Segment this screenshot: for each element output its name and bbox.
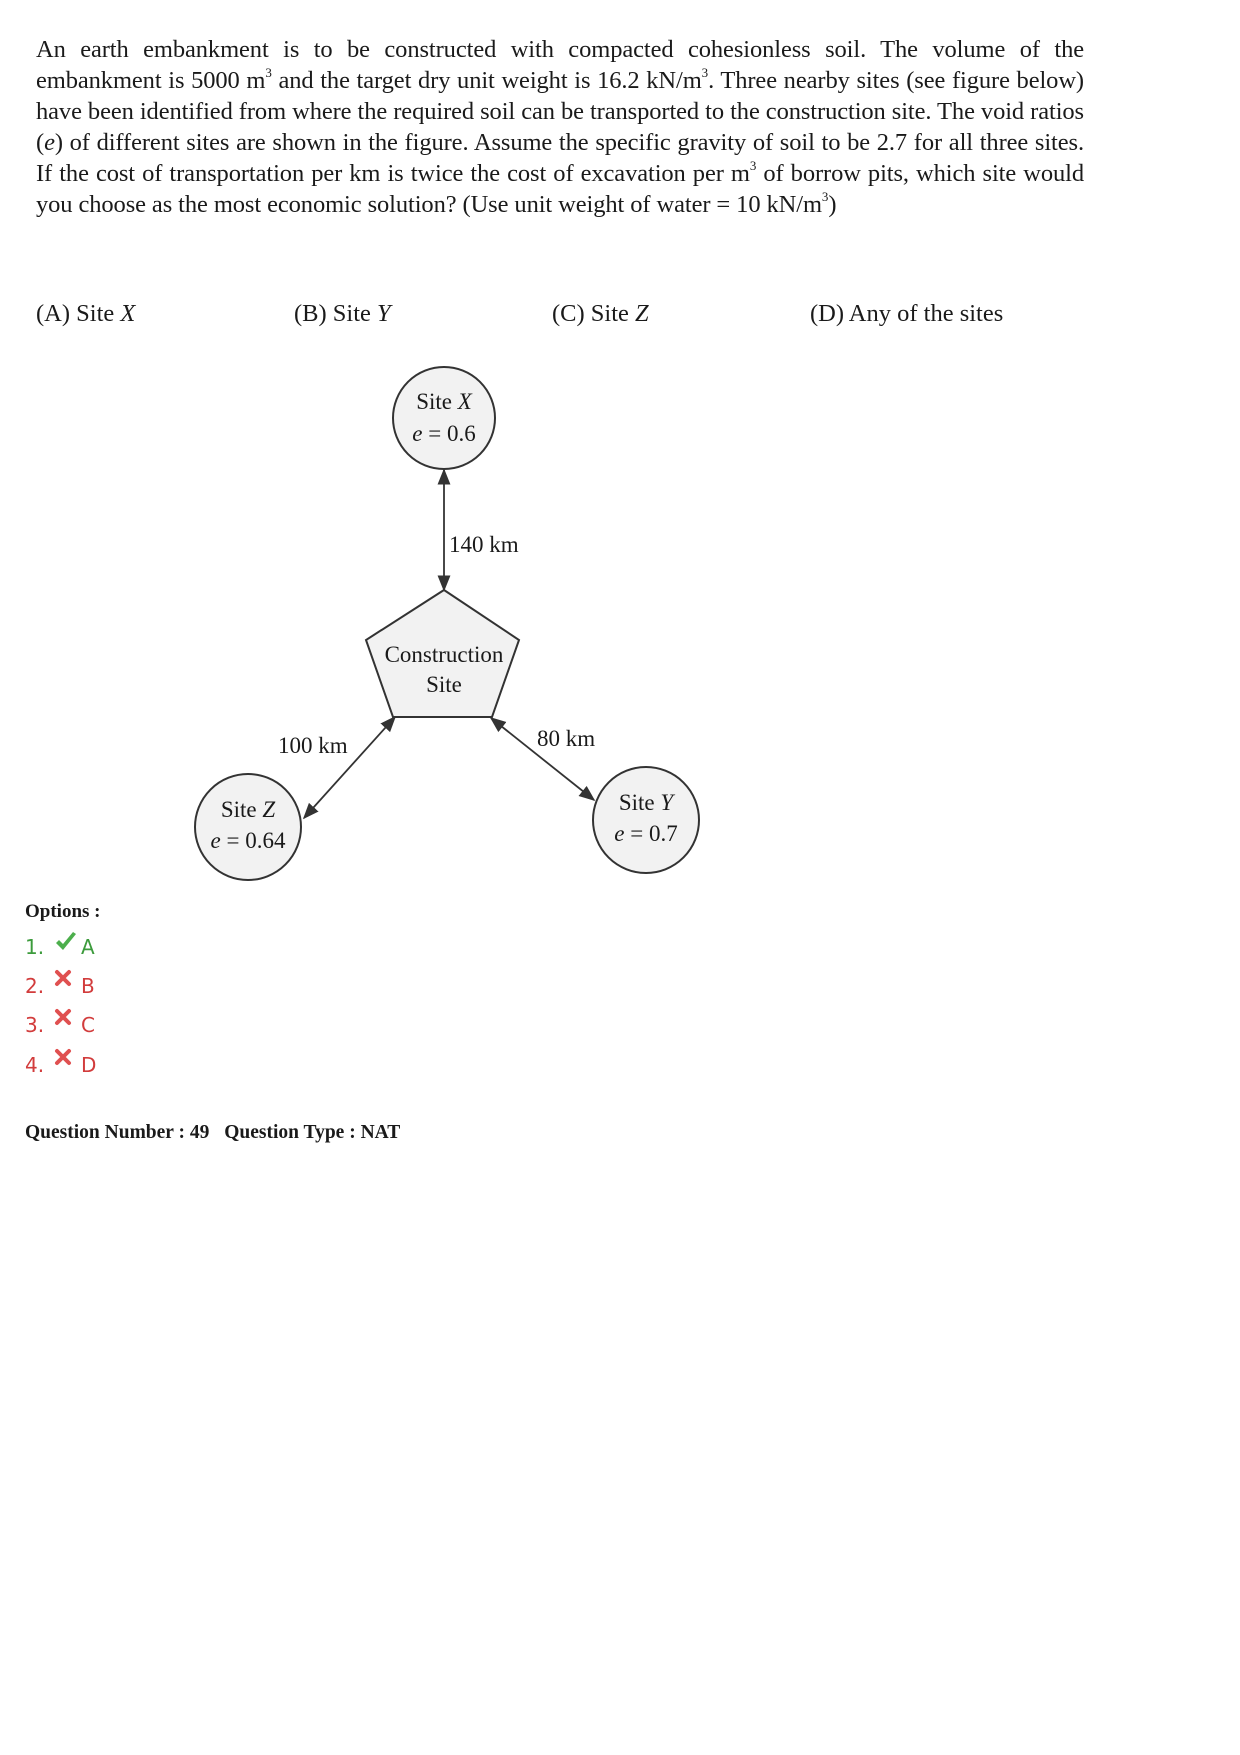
question-text: An earth embankment is to be constructed… (36, 34, 1084, 220)
option-number: 1. (25, 935, 45, 959)
option-letter: B (81, 974, 95, 998)
arrow-site-z (302, 715, 397, 820)
option-letter: A (81, 935, 95, 959)
cross-icon (53, 1007, 73, 1032)
option-number: 3. (25, 1013, 45, 1037)
arrow-site-y (489, 716, 596, 802)
question-meta: Question Number : 49 Question Type : NAT (25, 1122, 410, 1144)
question-line: ) of different sites are shown in the fi… (54, 129, 589, 156)
site-z-node (194, 773, 302, 881)
question-line: solution? (Use unit weight of water = 10… (367, 191, 822, 218)
options-heading: Options : (25, 901, 101, 922)
option-number: 2. (25, 974, 45, 998)
choice-label: (C) Site (552, 300, 636, 327)
site-y-node (592, 766, 700, 874)
choice-label: (A) Site (36, 300, 121, 327)
question-line: construction site. The void ratios ( (36, 98, 1084, 156)
site-y-void-ratio: e = 0.7 (614, 821, 677, 846)
variable-e: e (44, 129, 55, 156)
option-letter: C (81, 1013, 95, 1037)
distance-label-x: 140 km (449, 532, 519, 557)
check-icon (53, 929, 79, 960)
choice-label: (B) Site (294, 300, 378, 327)
superscript: 3 (265, 65, 272, 80)
site-x-label: Site X (416, 389, 473, 414)
question-line: ) (828, 191, 837, 218)
site-y-label: Site Y (619, 790, 676, 815)
site-x-void-ratio: e = 0.6 (412, 421, 475, 446)
question-type: Question Type : NAT (224, 1122, 401, 1143)
construction-site-label: Construction (385, 642, 504, 667)
choice-site-letter: X (120, 300, 136, 327)
choice-a: (A) Site X (36, 300, 135, 328)
site-x-node (392, 366, 496, 470)
choice-site-letter: Z (635, 300, 649, 327)
cross-icon (53, 968, 73, 993)
site-z-void-ratio: e = 0.64 (211, 828, 286, 853)
superscript: 3 (749, 158, 757, 173)
choice-site-letter: Y (377, 300, 391, 327)
choice-c: (C) Site Z (552, 300, 649, 328)
construction-site-label: Site (426, 672, 462, 697)
question-line: . Three nearby sites (see (708, 67, 946, 94)
question-line: of borrow pits, which site would you cho… (36, 160, 1084, 218)
question-line: cost of excavation per m (507, 160, 750, 187)
question-line: and the target dry unit weight is 16.2 k… (271, 67, 702, 94)
option-letter: D (81, 1053, 97, 1077)
option-number: 4. (25, 1053, 45, 1077)
question-number: Question Number : 49 (25, 1122, 210, 1143)
construction-site-shape (364, 588, 521, 718)
superscript: 3 (821, 189, 829, 204)
superscript: 3 (701, 65, 709, 80)
question-line: embankment is 5000 m (36, 67, 266, 94)
choice-label: (D) Any of the sites (810, 300, 1004, 327)
choice-b: (B) Site Y (294, 300, 391, 328)
question-line: specific gravity of soil to be 2.7 for a… (36, 129, 1084, 187)
cross-icon (53, 1047, 73, 1072)
question-line: An earth embankment is to be constructed… (36, 36, 1084, 63)
site-z-label: Site Z (221, 797, 276, 822)
question-line: figure below) have been identified from … (36, 67, 1084, 125)
site-diagram: Construction Site Site X e = 0.6 Site Z … (194, 366, 700, 881)
choice-d: (D) Any of the sites (810, 300, 1003, 328)
distance-label-y: 80 km (537, 726, 595, 751)
distance-label-z: 100 km (278, 733, 348, 758)
